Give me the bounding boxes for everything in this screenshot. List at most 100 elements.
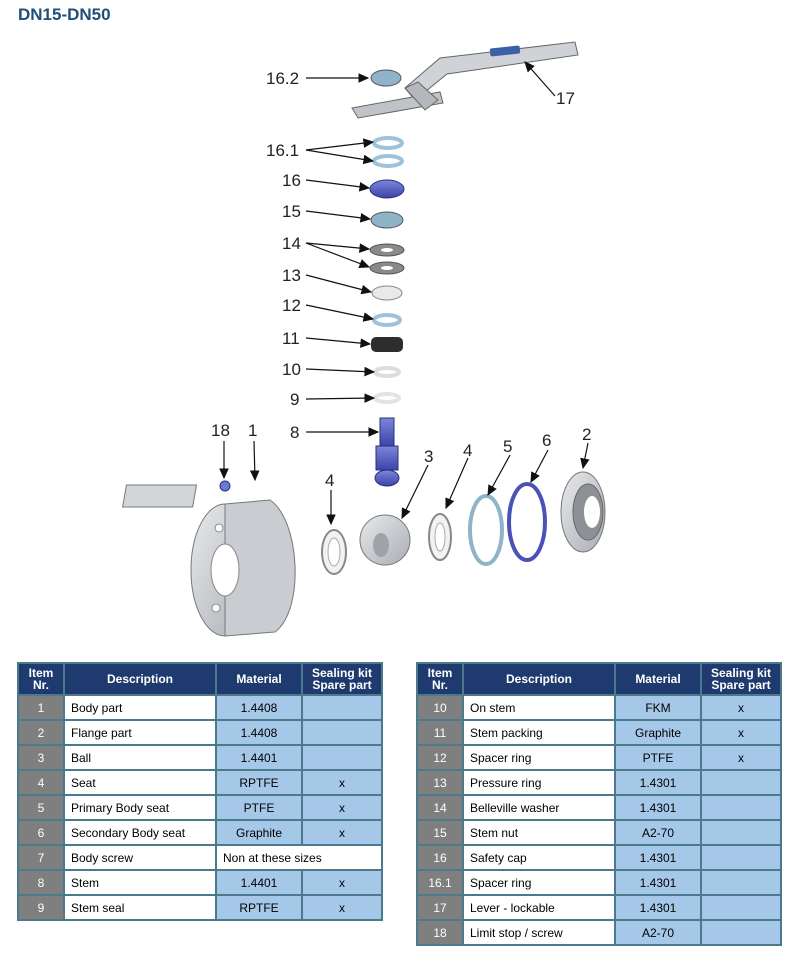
item-number-cell: 2 xyxy=(17,719,65,746)
sealing-kit-cell xyxy=(700,869,782,896)
description-cell: Secondary Body seat xyxy=(63,819,217,846)
item-number-cell: 10 xyxy=(416,694,464,721)
sealing-kit-cell xyxy=(700,794,782,821)
callout-label: 13 xyxy=(282,266,301,285)
safety-cap-part xyxy=(369,179,405,199)
material-cell: Graphite xyxy=(215,819,303,846)
callout-label: 4 xyxy=(325,471,334,490)
sealing-kit-cell xyxy=(301,744,383,771)
sealing-kit-cell xyxy=(301,719,383,746)
description-cell: Limit stop / screw xyxy=(462,919,616,946)
description-cell: Spacer ring xyxy=(462,869,616,896)
item-number-cell: 8 xyxy=(17,869,65,896)
item-number-cell: 15 xyxy=(416,819,464,846)
valve-body-part xyxy=(122,480,296,637)
item-number-cell: 11 xyxy=(416,719,464,746)
description-cell: Safety cap xyxy=(462,844,616,871)
description-cell: Spacer ring xyxy=(462,744,616,771)
item-number-cell: 16.1 xyxy=(416,869,464,896)
item-number-cell: 18 xyxy=(416,919,464,946)
header-description: Description xyxy=(462,662,616,696)
description-cell: Pressure ring xyxy=(462,769,616,796)
header-material: Material xyxy=(614,662,702,696)
description-cell: Seat xyxy=(63,769,217,796)
material-cell: 1.4408 xyxy=(215,694,303,721)
callout-label: 9 xyxy=(290,390,299,409)
ball-part xyxy=(359,514,411,566)
description-cell: Flange part xyxy=(63,719,217,746)
description-cell: Stem packing xyxy=(462,719,616,746)
sealing-kit-cell xyxy=(700,819,782,846)
stem-part xyxy=(374,417,400,487)
description-cell: On stem xyxy=(462,694,616,721)
sealing-kit-cell xyxy=(301,694,383,721)
callout-label: 3 xyxy=(424,447,433,466)
item-number-cell: 17 xyxy=(416,894,464,921)
sealing-kit-cell xyxy=(700,919,782,946)
material-cell: 1.4401 xyxy=(215,869,303,896)
item-number-cell: 4 xyxy=(17,769,65,796)
description-cell: Body screw xyxy=(63,844,217,871)
material-cell: FKM xyxy=(614,694,702,721)
item-number-cell: 5 xyxy=(17,794,65,821)
description-cell: Belleville washer xyxy=(462,794,616,821)
callout-label: 1 xyxy=(248,421,257,440)
callout-label: 5 xyxy=(503,437,512,456)
callout-label: 11 xyxy=(282,329,300,348)
callout-label: 4 xyxy=(463,441,472,460)
header-material: Material xyxy=(215,662,303,696)
sealing-kit-cell: x xyxy=(700,694,782,721)
callout-label: 17 xyxy=(556,89,575,108)
item-number-cell: 14 xyxy=(416,794,464,821)
callout-label: 2 xyxy=(582,425,591,444)
material-cell: A2-70 xyxy=(614,919,702,946)
material-cell: 1.4301 xyxy=(614,894,702,921)
item-number-cell: 3 xyxy=(17,744,65,771)
sealing-kit-cell: x xyxy=(301,794,383,821)
material-cell: PTFE xyxy=(614,744,702,771)
sealing-kit-cell: x xyxy=(700,744,782,771)
header-description: Description xyxy=(63,662,217,696)
item-number-cell: 7 xyxy=(17,844,65,871)
callout-label: 16.2 xyxy=(266,69,299,88)
material-cell: 1.4301 xyxy=(614,794,702,821)
sealing-kit-cell: x xyxy=(301,769,383,796)
description-cell: Stem xyxy=(63,869,217,896)
material-cell: 1.4401 xyxy=(215,744,303,771)
page-title: DN15-DN50 xyxy=(18,5,111,24)
description-cell: Lever - lockable xyxy=(462,894,616,921)
material-cell: 1.4408 xyxy=(215,719,303,746)
nut-part xyxy=(370,69,402,87)
callout-label: 8 xyxy=(290,423,299,442)
sealing-kit-cell: x xyxy=(700,719,782,746)
description-cell: Ball xyxy=(63,744,217,771)
sealing-kit-cell xyxy=(700,844,782,871)
item-number-cell: 13 xyxy=(416,769,464,796)
exploded-view-drawing: 16.2 17 16.1 16 15 14 13 12 11 10 9 8 18… xyxy=(122,41,606,637)
item-number-cell: 16 xyxy=(416,844,464,871)
material-cell: 1.4301 xyxy=(614,869,702,896)
sealing-kit-cell: x xyxy=(301,894,383,921)
sealing-kit-cell xyxy=(700,769,782,796)
material-cell: RPTFE xyxy=(215,769,303,796)
